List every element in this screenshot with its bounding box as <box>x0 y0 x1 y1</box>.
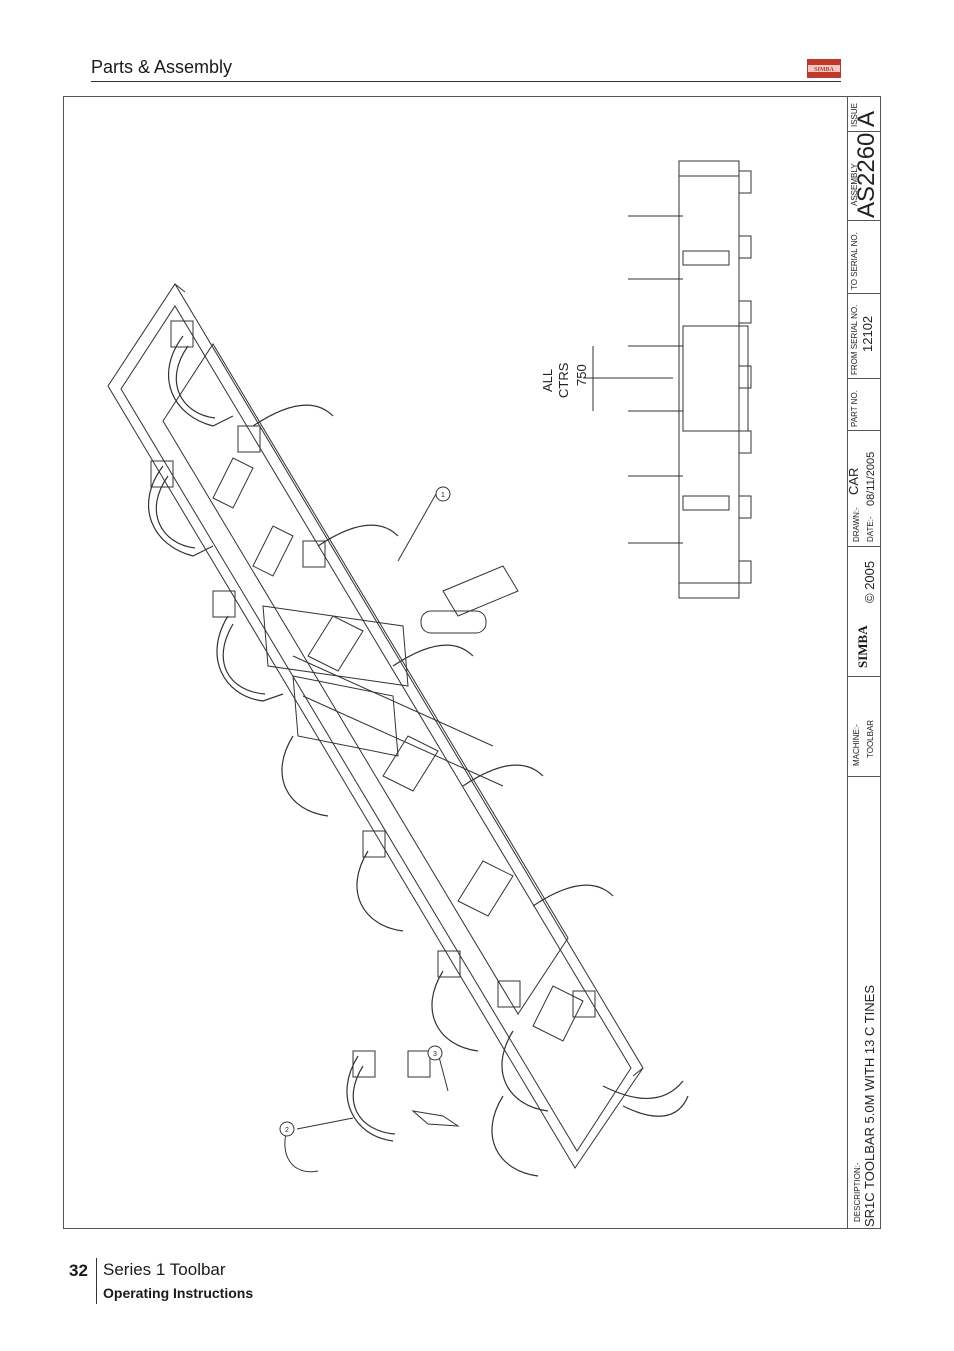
description-value: SR1C TOOLBAR 5.0M WITH 13 C TINES <box>862 984 877 1227</box>
plan-view <box>583 160 752 599</box>
issue-value: A <box>853 110 880 127</box>
dimension-line1: ALL <box>540 368 555 392</box>
assembly-drawing: 1 2 3 <box>107 160 752 1177</box>
copyright: © 2005 <box>862 560 877 603</box>
machine-value: TOOLBAR <box>866 719 875 758</box>
part-no-label: PART NO. <box>850 390 859 427</box>
page-number: 32 <box>69 1261 88 1280</box>
drawn-label: DRAWN:- <box>852 507 861 542</box>
machine-label: MACHINE:- <box>852 724 861 766</box>
callout-3: 3 <box>433 1051 437 1058</box>
callouts: 1 2 3 <box>279 486 451 1137</box>
from-serial-label: FROM SERIAL NO. <box>850 304 859 375</box>
header-rule <box>91 81 841 82</box>
callout-1: 1 <box>441 492 445 499</box>
tine-brackets-iso <box>150 320 596 1078</box>
to-serial-label: TO SERIAL NO. <box>850 232 859 290</box>
dimension-line2: CTRS <box>556 362 571 398</box>
from-serial-value: 12102 <box>860 315 875 352</box>
title-block <box>847 96 881 1229</box>
brand-name: SIMBA <box>855 625 870 668</box>
toolbar-frame-iso <box>107 283 644 1169</box>
date-value: 08/11/2005 <box>865 451 877 506</box>
footer-subtitle: Operating Instructions <box>103 1285 254 1301</box>
logo-text: SIMBA <box>814 67 834 73</box>
description-label: DESCRIPTION:- <box>853 1162 862 1222</box>
c-tines-iso <box>147 335 689 1177</box>
date-label: DATE:- <box>866 516 875 542</box>
callout-2: 2 <box>285 1127 289 1134</box>
dimension-line3: 750 <box>574 364 589 386</box>
page-header-title: Parts & Assembly <box>91 57 233 77</box>
footer-series: Series 1 Toolbar <box>103 1260 226 1279</box>
drawing-frame <box>63 96 881 1229</box>
assembly-number: AS2260 <box>853 132 880 218</box>
footer-separator <box>96 1258 97 1304</box>
loose-parts <box>284 565 519 1173</box>
simba-logo: SIMBA <box>807 59 841 78</box>
drawn-value: CAR <box>846 467 861 495</box>
